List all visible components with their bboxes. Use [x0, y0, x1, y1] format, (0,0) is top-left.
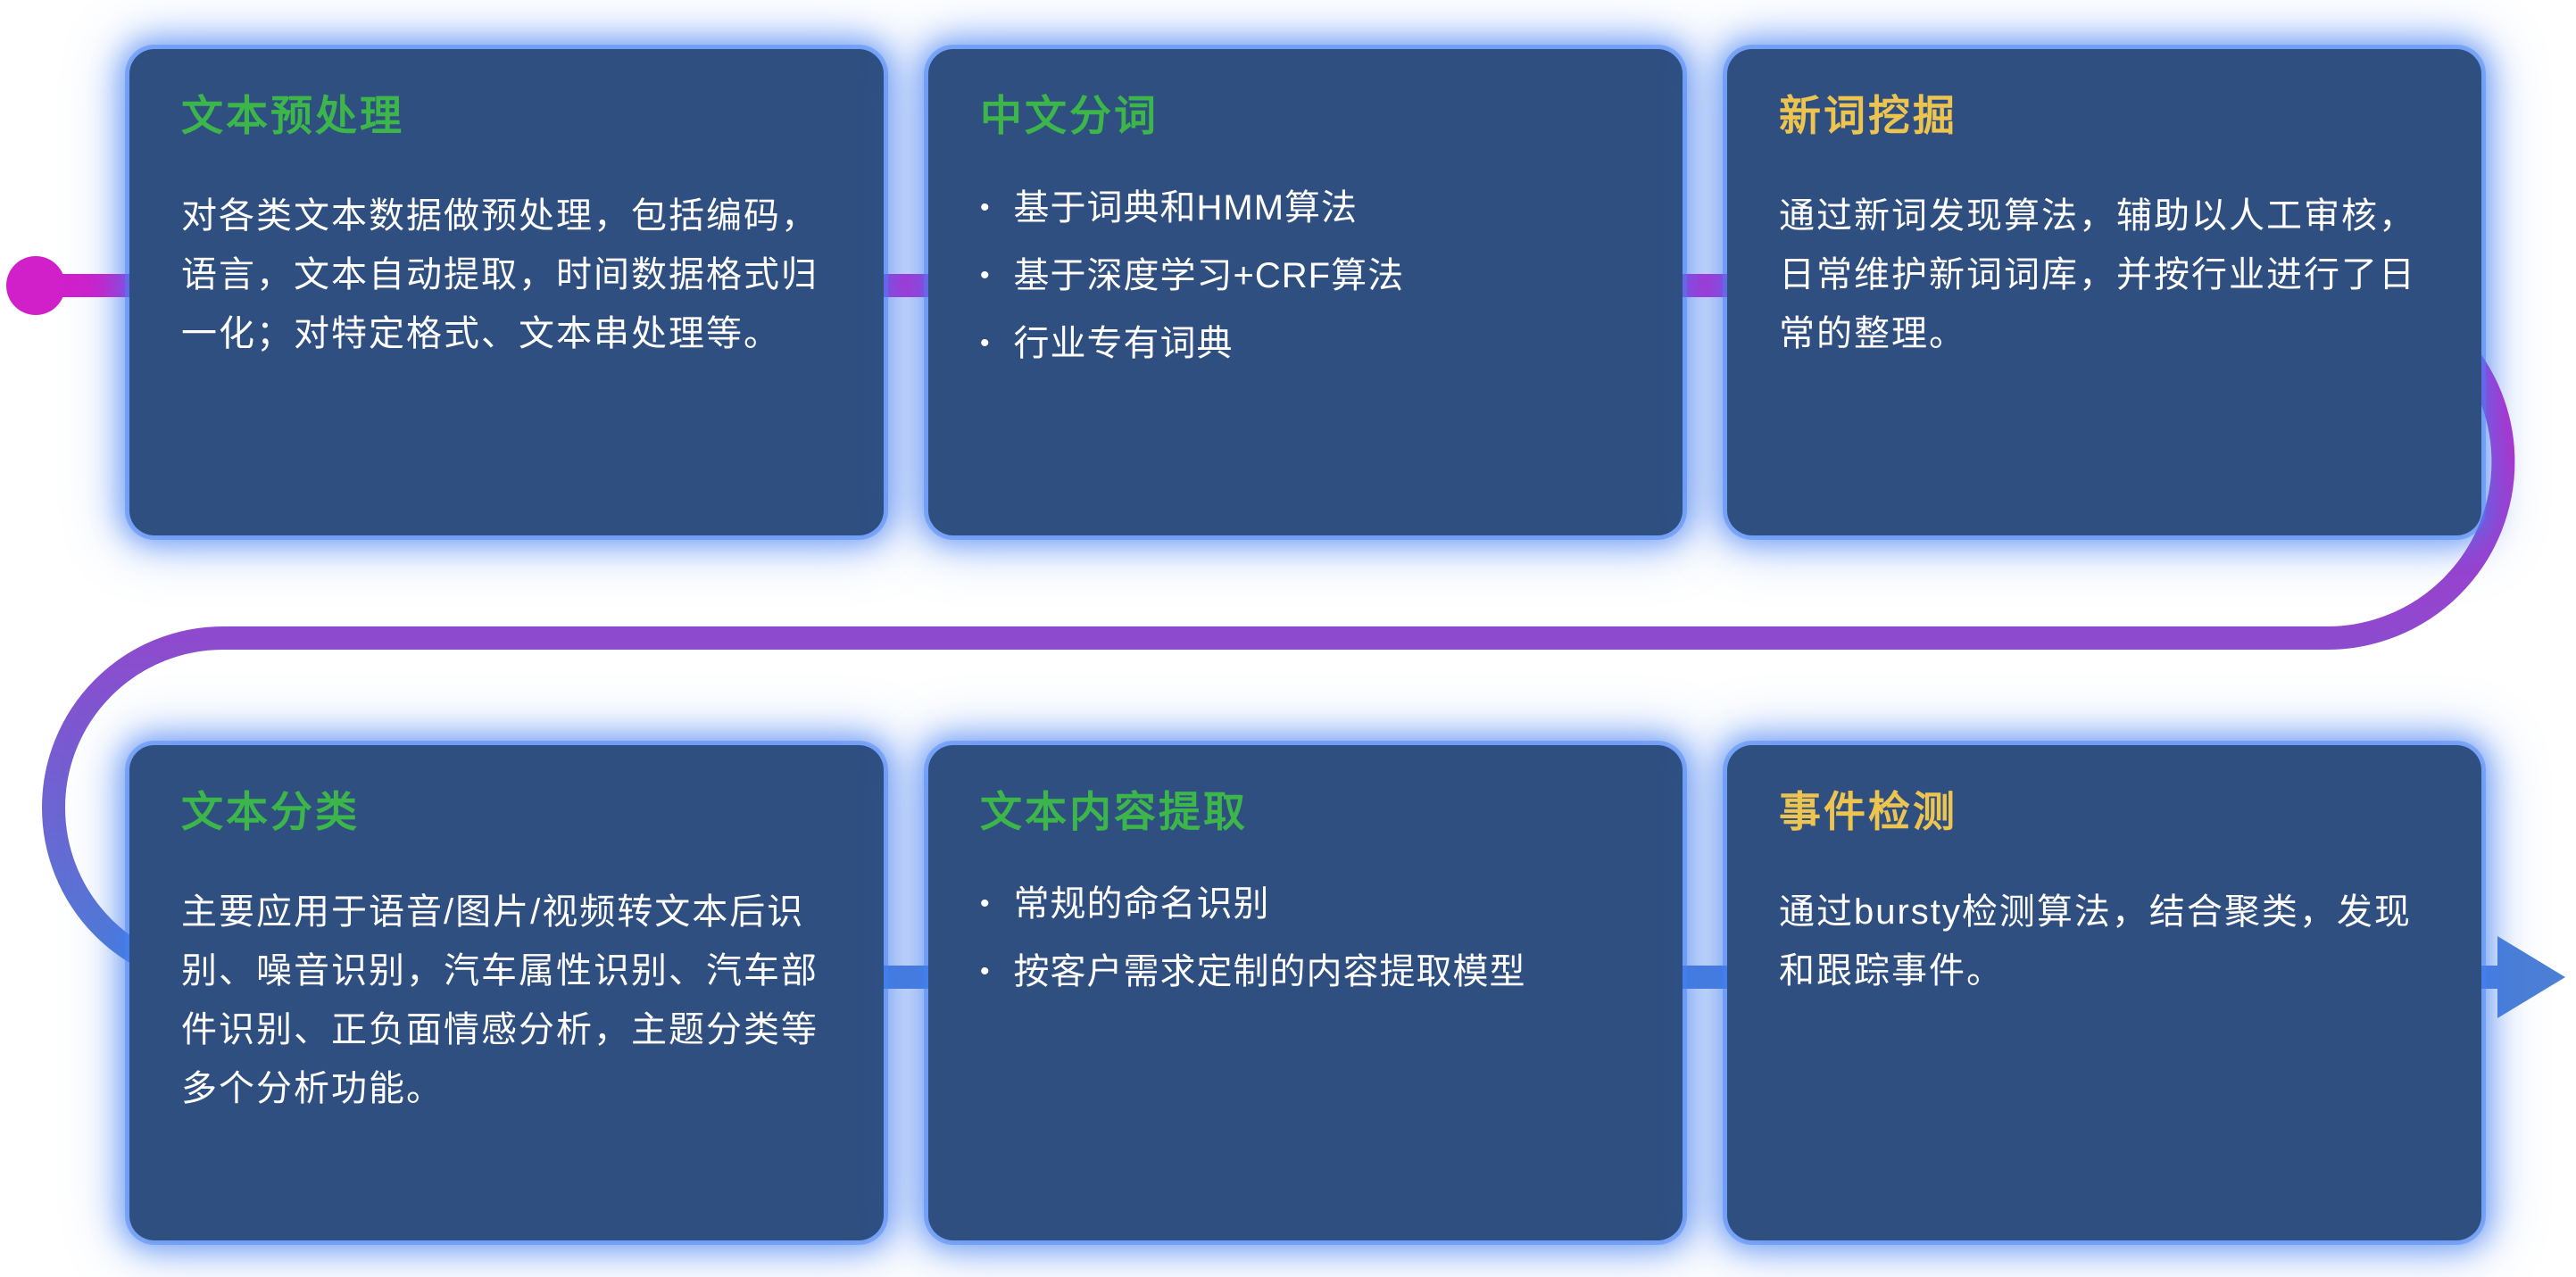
card-title: 事件检测 — [1779, 788, 1957, 835]
card-body: 通过新词发现算法，辅助以人工审核，日常维护新词词库，并按行业进行了日常的整理。 — [1779, 196, 2416, 354]
card-body: 通过bursty检测算法，结合聚类，发现和跟踪事件。 — [1779, 892, 2412, 991]
card-text-preprocessing: 文本预处理 对各类文本数据做预处理，包括编码，语言，文本自动提取，时间数据格式归… — [129, 49, 884, 535]
card-title: 文本内容提取 — [980, 788, 1248, 835]
card-title: 新词挖掘 — [1779, 92, 1957, 139]
bullet-item: • 基于深度学习+CRF算法 — [980, 254, 1631, 297]
bullet-item: • 行业专有词典 — [980, 322, 1631, 365]
flow-end-arrow — [2497, 936, 2565, 1018]
bullet-item-text: 常规的命名识别 — [1013, 884, 1270, 925]
card-chinese-word-segmentation: 中文分词 • 基于词典和HMM算法 • 基于深度学习+CRF算法 • 行业专有词… — [928, 49, 1683, 535]
bullet-list: • 基于词典和HMM算法 • 基于深度学习+CRF算法 • 行业专有词典 — [980, 187, 1631, 365]
bullet-item: • 按客户需求定制的内容提取模型 — [980, 950, 1631, 993]
bullet-list: • 常规的命名识别 • 按客户需求定制的内容提取模型 — [980, 883, 1631, 993]
card-text-content-extraction: 文本内容提取 • 常规的命名识别 • 按客户需求定制的内容提取模型 — [928, 745, 1683, 1240]
bullet-icon: • — [980, 193, 991, 223]
card-body: 主要应用于语音/图片/视频转文本后识别、噪音识别，汽车属性识别、汽车部件识别、正… — [181, 892, 819, 1109]
bullet-icon: • — [980, 889, 991, 919]
bullet-item-text: 按客户需求定制的内容提取模型 — [1013, 952, 1526, 992]
card-title: 文本预处理 — [181, 92, 404, 139]
bullet-icon: • — [980, 261, 991, 291]
bullet-icon: • — [980, 328, 991, 359]
bullet-item-text: 基于词典和HMM算法 — [1013, 188, 1359, 228]
bullet-item-text: 基于深度学习+CRF算法 — [1013, 256, 1405, 296]
card-event-detection: 事件检测 通过bursty检测算法，结合聚类，发现和跟踪事件。 — [1727, 745, 2481, 1240]
card-body: 对各类文本数据做预处理，包括编码，语言，文本自动提取，时间数据格式归一化；对特定… — [181, 196, 819, 354]
bullet-icon: • — [980, 957, 991, 987]
card-text-classification: 文本分类 主要应用于语音/图片/视频转文本后识别、噪音识别，汽车属性识别、汽车部… — [129, 745, 884, 1240]
bullet-item: • 基于词典和HMM算法 — [980, 187, 1631, 229]
flow-start-dot — [6, 256, 65, 315]
bullet-item-text: 行业专有词典 — [1013, 324, 1234, 364]
bullet-item: • 常规的命名识别 — [980, 883, 1631, 925]
card-new-word-mining: 新词挖掘 通过新词发现算法，辅助以人工审核，日常维护新词词库，并按行业进行了日常… — [1727, 49, 2481, 535]
card-title: 中文分词 — [980, 92, 1159, 139]
card-title: 文本分类 — [181, 788, 360, 835]
